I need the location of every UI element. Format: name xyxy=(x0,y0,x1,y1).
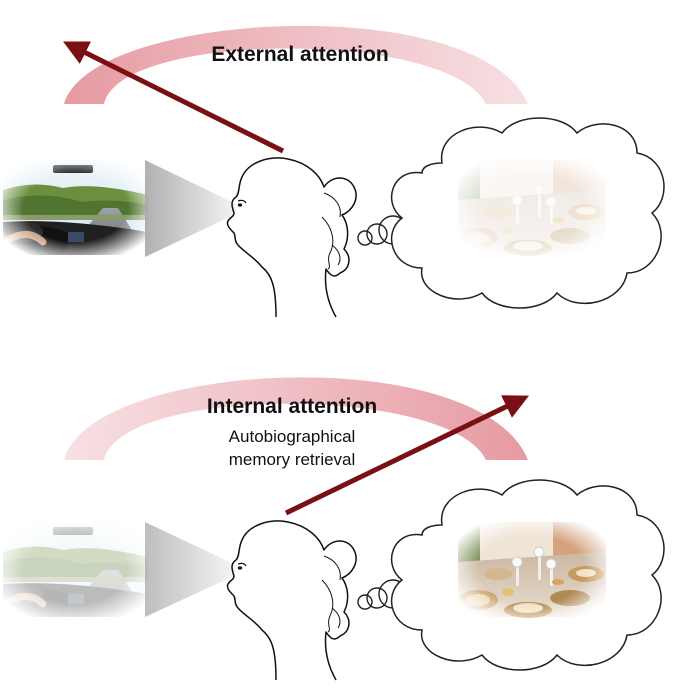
gaze-cone-top xyxy=(145,160,236,257)
external-title: External attention xyxy=(211,43,388,66)
internal-panel: Internal attention Autobiographical memo… xyxy=(3,377,665,681)
external-panel: External attention xyxy=(3,25,665,318)
internal-arrow xyxy=(284,395,530,516)
road-photo-faded xyxy=(3,522,148,617)
external-arc xyxy=(64,25,528,104)
internal-subtitle-line2: memory retrieval xyxy=(229,450,356,469)
woman-head-silhouette-icon xyxy=(226,520,357,681)
gaze-cone-bottom xyxy=(145,522,236,617)
external-arrow xyxy=(63,41,285,154)
dinner-table-photo xyxy=(457,521,607,619)
woman-head-silhouette-icon xyxy=(226,157,357,318)
internal-title: Internal attention xyxy=(207,395,377,418)
road-photo-top xyxy=(3,160,148,255)
dinner-photo-faded xyxy=(457,159,607,257)
internal-subtitle-line1: Autobiographical xyxy=(229,427,356,446)
internal-arc xyxy=(64,377,528,460)
